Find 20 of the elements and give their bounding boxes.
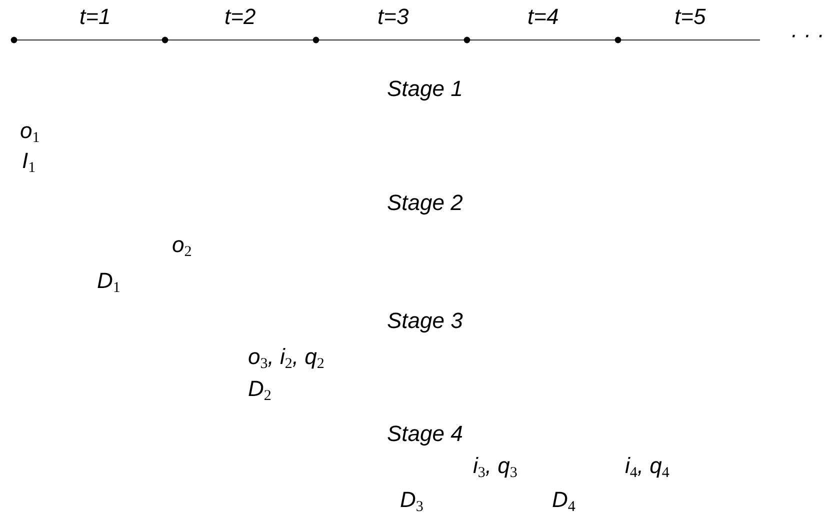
variable-label: o$_{1}$ [20,118,40,144]
variable-label: D$_{3}$ [400,487,424,513]
variable-label: D$_{1}$ [97,268,120,294]
variable-label: I$_{1}$ [22,148,36,174]
time-label: t=5 [674,4,706,30]
variable-label: i$_{4}$, q$_{4}$ [625,453,670,479]
variable-label: D$_{4}$ [552,487,576,513]
time-label: t=1 [80,4,111,30]
variable-label: o$_{3}$, i$_{2}$, q$_{2}$ [248,344,324,370]
stage-label: Stage 1 [387,76,463,102]
stage-label: Stage 2 [387,190,463,216]
stage-label: Stage 4 [387,421,463,447]
time-label: t=2 [224,4,256,30]
time-label: t=4 [528,4,559,30]
variable-label: D$_{2}$ [248,376,272,402]
variable-label: i$_{3}$, q$_{3}$ [473,453,518,479]
time-label: t=3 [378,4,409,30]
variable-label: o$_{2}$ [172,232,192,258]
ellipsis: · · · [790,22,824,48]
stage-label: Stage 3 [387,308,463,334]
